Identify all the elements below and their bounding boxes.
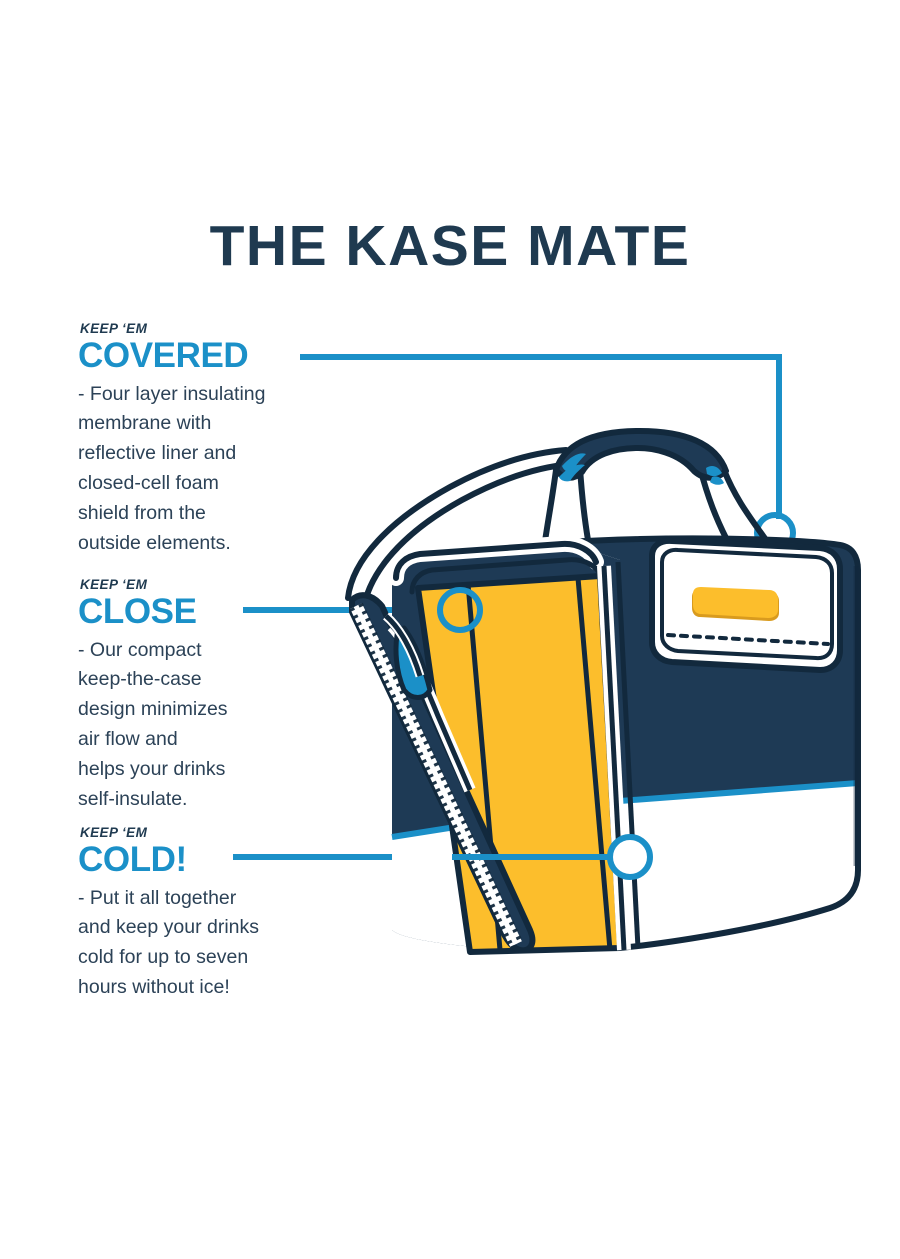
callout-heading-cold: COLD!	[78, 839, 187, 879]
bag-side-panel	[391, 542, 621, 952]
callout-body-covered: - Four layer insulating membrane with re…	[78, 382, 266, 554]
bag-group	[339, 428, 861, 955]
dashed-stitch-line	[666, 633, 830, 646]
interior-lining	[415, 573, 623, 955]
callout-marker-close	[437, 587, 483, 633]
callout-heading-close: CLOSE	[78, 591, 197, 631]
page-title: THE KASE MATE	[209, 214, 691, 278]
shoulder-strap	[339, 441, 575, 615]
callout-covered: KEEP ‘EM COVERED - Four layer insulating…	[78, 321, 378, 559]
callout-eyebrow-close: KEEP ‘EM	[80, 577, 148, 592]
front-flap-pocket	[649, 537, 843, 673]
leader-markers-top	[437, 587, 653, 880]
callout-marker-covered	[754, 512, 796, 554]
carry-handle	[541, 428, 769, 551]
callout-marker-cold	[607, 834, 653, 880]
callout-eyebrow-covered: KEEP ‘EM	[80, 321, 148, 336]
callout-heading-covered: COVERED	[78, 335, 249, 375]
side-zipper-flap	[349, 592, 536, 954]
bag-body-panel	[563, 535, 861, 951]
lid-rim	[388, 535, 641, 951]
callout-body-close: - Our compact keep-the-case design minim…	[78, 638, 228, 810]
callout-close: KEEP ‘EM CLOSE - Our compact keep-the-ca…	[78, 577, 378, 815]
yellow-brand-label	[692, 587, 779, 621]
callout-eyebrow-cold: KEEP ‘EM	[80, 825, 148, 840]
callout-cold: KEEP ‘EM COLD! - Put it all together and…	[78, 825, 378, 1003]
callout-body-cold: - Put it all together and keep your drin…	[78, 886, 260, 999]
